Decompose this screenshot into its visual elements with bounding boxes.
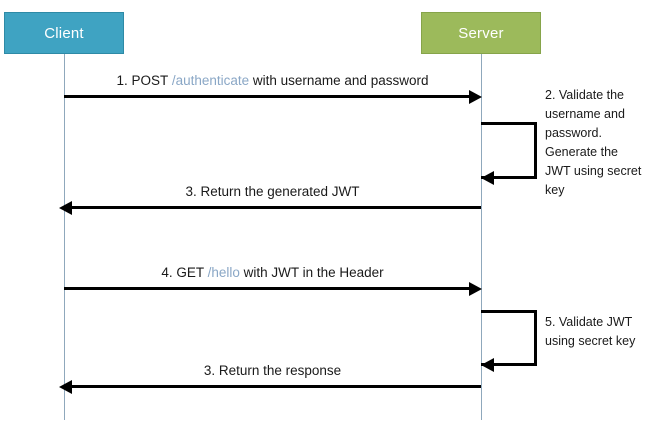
- self-loop-validate-jwt[interactable]: [481, 310, 537, 372]
- message-2-arrowhead: [59, 200, 72, 215]
- self-loop-1-arrowhead: [481, 170, 494, 185]
- self-loop-2-top-segment: [481, 310, 537, 313]
- message-2-label-prefix: 3. Return the generated JWT: [185, 184, 360, 199]
- lifeline-server: [481, 54, 482, 420]
- message-1-arrow-line[interactable]: [64, 95, 473, 98]
- message-3-label-suffix: with JWT in the Header: [239, 265, 384, 280]
- self-loop-1-bottom-segment: [481, 176, 537, 179]
- message-4-arrowhead: [59, 379, 72, 394]
- self-loop-2-arrowhead: [481, 357, 494, 372]
- participant-server[interactable]: Server: [421, 12, 541, 54]
- note-validate-credentials: 2. Validate the username and password. G…: [545, 88, 642, 197]
- message-1-label-prefix: 1. POST: [116, 73, 172, 88]
- participant-server-label: Server: [458, 24, 504, 42]
- message-3-arrow-line[interactable]: [64, 287, 473, 290]
- note-validate-jwt: 5. Validate JWT using secret key: [545, 315, 636, 348]
- lifeline-client: [64, 54, 65, 420]
- message-1-label-suffix: with username and password: [249, 73, 429, 88]
- self-loop-2-right-segment: [534, 310, 537, 366]
- message-3-arrowhead: [469, 281, 482, 296]
- message-3-label-prefix: 4. GET: [161, 265, 208, 280]
- message-1-label: 1. POST /authenticate with username and …: [64, 73, 481, 88]
- self-loop-validate-credentials[interactable]: [481, 122, 537, 185]
- self-loop-2-bottom-segment: [481, 363, 537, 366]
- message-2-label: 3. Return the generated JWT: [64, 184, 481, 199]
- self-loop-1-right-segment: [534, 122, 537, 179]
- message-3-label-path: /hello: [207, 265, 240, 280]
- message-4-arrow-line[interactable]: [72, 385, 481, 388]
- message-4-label: 3. Return the response: [64, 363, 481, 378]
- participant-client-label: Client: [44, 24, 84, 42]
- message-4-label-prefix: 3. Return the response: [203, 363, 342, 378]
- participant-client[interactable]: Client: [4, 12, 124, 54]
- message-3-label: 4. GET /hello with JWT in the Header: [64, 265, 481, 280]
- message-1-label-path: /authenticate: [171, 73, 250, 88]
- message-1-arrowhead: [469, 89, 482, 104]
- self-loop-1-top-segment: [481, 122, 537, 125]
- message-2-arrow-line[interactable]: [72, 206, 481, 209]
